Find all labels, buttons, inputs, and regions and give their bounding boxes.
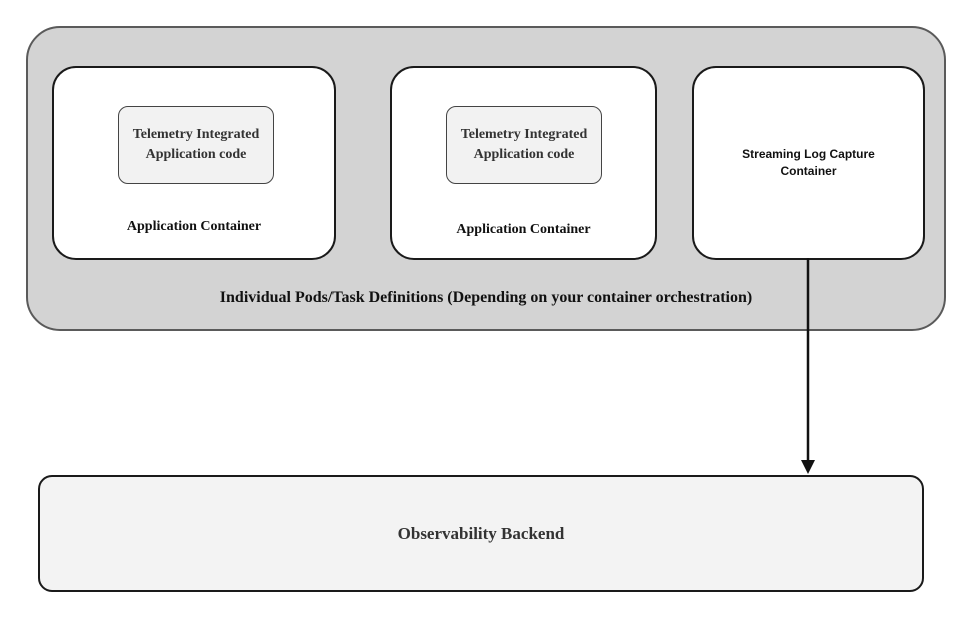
pod-group: Telemetry Integrated Application code Ap… [26,26,946,331]
observability-backend: Observability Backend [38,475,924,592]
telemetry-app-code-2: Telemetry Integrated Application code [446,106,602,184]
streaming-log-capture-container: Streaming Log Capture Container [692,66,925,260]
arrow-head-icon [801,460,815,474]
telemetry-app-code-1: Telemetry Integrated Application code [118,106,274,184]
observability-backend-label: Observability Backend [397,523,565,543]
application-container-label-1: Application Container [126,219,262,234]
pod-group-label: Individual Pods/Task Definitions (Depend… [219,289,753,306]
application-container-2: Telemetry Integrated Application code Ap… [390,66,657,260]
streaming-log-capture-label: Streaming Log Capture Container [742,147,875,178]
application-container-1: Telemetry Integrated Application code Ap… [52,66,336,260]
application-container-label-2: Application Container [456,222,591,237]
